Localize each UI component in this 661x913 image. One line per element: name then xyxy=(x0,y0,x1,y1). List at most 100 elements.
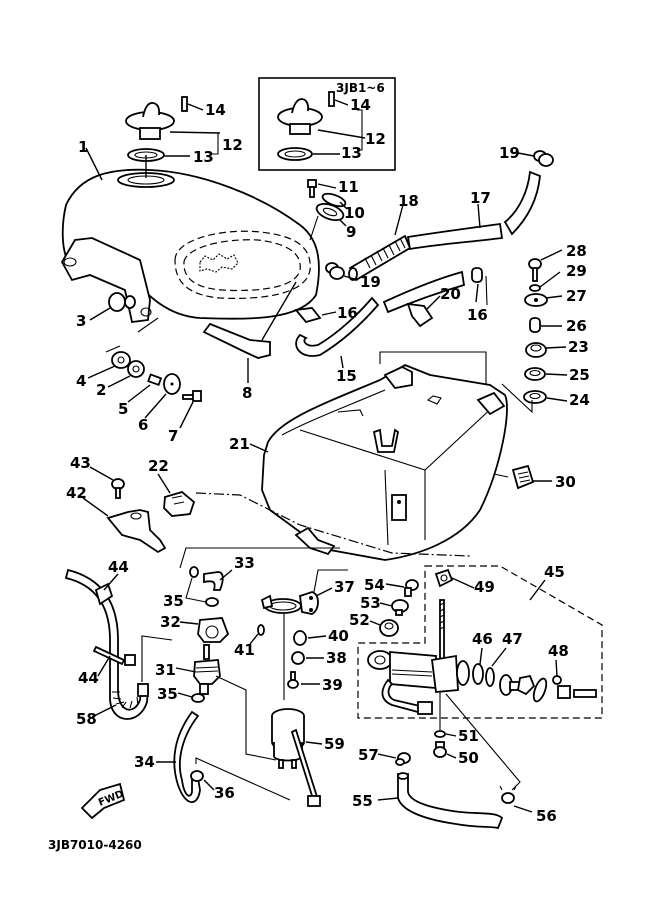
part-17-hose xyxy=(406,170,541,251)
part-49-gasket xyxy=(434,568,454,588)
part-19-clamp-top xyxy=(533,150,554,167)
inset-label: 3JB1~6 xyxy=(336,81,385,95)
callout-31: 31 xyxy=(155,661,176,679)
part-44-tie xyxy=(92,645,136,666)
part-55-fuel-hose xyxy=(397,772,504,830)
part-9-grommet xyxy=(315,202,345,222)
part-2-collar xyxy=(127,360,145,378)
part-27-washer xyxy=(524,293,548,307)
callout-35: 35 xyxy=(163,592,184,610)
callout-50: 50 xyxy=(458,749,479,767)
callout-18: 18 xyxy=(398,192,419,210)
callout-8: 8 xyxy=(242,384,252,402)
callout-1: 1 xyxy=(78,138,88,156)
cock-bolt xyxy=(557,685,597,699)
callout-27: 27 xyxy=(566,287,587,305)
callout-30: 30 xyxy=(555,473,576,491)
callout-51: 51 xyxy=(458,727,479,745)
callout-13b: 13 xyxy=(341,144,362,162)
part-46-seal xyxy=(472,663,484,685)
part-36-clip xyxy=(190,770,204,782)
part-7-bolt xyxy=(182,390,202,402)
fuel-cap-inset xyxy=(277,91,335,161)
callout-4: 4 xyxy=(76,372,86,390)
callout-13: 13 xyxy=(193,148,214,166)
callout-47: 47 xyxy=(502,630,523,648)
part-57-clip xyxy=(395,752,411,766)
callout-15: 15 xyxy=(336,367,357,385)
part-35-clip-bottom xyxy=(205,597,219,607)
part-16-clamp-right xyxy=(471,267,483,283)
callout-44: 44 xyxy=(108,558,129,576)
part-35-clip-top xyxy=(189,566,199,578)
part-34-fuel-hose xyxy=(173,710,201,804)
callout-56: 56 xyxy=(536,807,557,825)
callout-39: 39 xyxy=(322,676,343,694)
part-31-fuel-filter xyxy=(193,644,221,695)
callout-57: 57 xyxy=(358,746,379,764)
callout-2: 2 xyxy=(96,381,106,399)
callout-43: 43 xyxy=(70,454,91,472)
callout-58: 58 xyxy=(76,710,97,728)
callout-40: 40 xyxy=(328,627,349,645)
part-5-spacer xyxy=(147,373,163,387)
callout-37: 37 xyxy=(334,578,355,596)
part-48-screw xyxy=(552,675,562,685)
callout-14b: 14 xyxy=(350,96,371,114)
callout-42: 42 xyxy=(66,484,87,502)
callout-16b: 16 xyxy=(467,306,488,324)
callout-32: 32 xyxy=(160,613,181,631)
callout-33: 33 xyxy=(234,554,255,572)
callout-20: 20 xyxy=(440,285,461,303)
part-6-washer xyxy=(163,373,181,395)
callout-7: 7 xyxy=(168,427,178,445)
callout-55: 55 xyxy=(352,792,373,810)
part-4-washer xyxy=(111,351,131,369)
part-21-fuel-tank xyxy=(261,363,508,561)
part-52-grommet xyxy=(379,619,399,637)
callout-19: 19 xyxy=(360,273,381,291)
callout-16: 16 xyxy=(337,304,358,322)
part-3-grommet xyxy=(108,292,126,312)
callout-10: 10 xyxy=(344,204,365,222)
callout-29: 29 xyxy=(566,262,587,280)
part-32-cover xyxy=(197,617,230,643)
part-37-filter-bracket xyxy=(260,591,319,615)
part-54-screw xyxy=(404,579,419,597)
callout-12: 12 xyxy=(222,136,243,154)
part-53-washer xyxy=(391,599,409,616)
part-26-collar xyxy=(529,317,541,333)
part-35-clip-lower xyxy=(191,693,205,703)
part-29-washer xyxy=(529,284,541,292)
callout-5: 5 xyxy=(118,400,128,418)
callout-25: 25 xyxy=(569,366,590,384)
fwd-direction-arrow: FWD xyxy=(80,782,125,820)
part-43-bolt xyxy=(111,478,125,499)
part-24-grommet xyxy=(523,390,547,404)
fuel-tank xyxy=(60,168,320,323)
callout-49: 49 xyxy=(474,578,495,596)
part-50-nut xyxy=(433,741,447,758)
callout-46: 46 xyxy=(472,630,493,648)
callout-24: 24 xyxy=(569,391,590,409)
cock-knob-parts xyxy=(499,674,548,703)
part-28-bolt xyxy=(528,258,542,282)
callout-54: 54 xyxy=(364,576,385,594)
part-39-bolt xyxy=(287,671,299,689)
part-44-clamp-top xyxy=(94,582,114,606)
part-23-grommet xyxy=(525,342,547,358)
callout-9: 9 xyxy=(346,223,356,241)
callout-45: 45 xyxy=(544,563,565,581)
drawing-number: 3JB7010-4260 xyxy=(48,838,142,852)
part-59-fuel-pump xyxy=(271,708,321,807)
callout-21: 21 xyxy=(229,435,250,453)
part-22-damper xyxy=(163,491,196,517)
callout-17: 17 xyxy=(470,189,491,207)
part-51-washer xyxy=(434,730,446,738)
callout-36: 36 xyxy=(214,784,235,802)
callout-26: 26 xyxy=(566,317,587,335)
callout-11: 11 xyxy=(338,178,359,196)
callout-53: 53 xyxy=(360,594,381,612)
part-42-bracket xyxy=(106,509,167,554)
part-30-damper xyxy=(511,464,535,490)
